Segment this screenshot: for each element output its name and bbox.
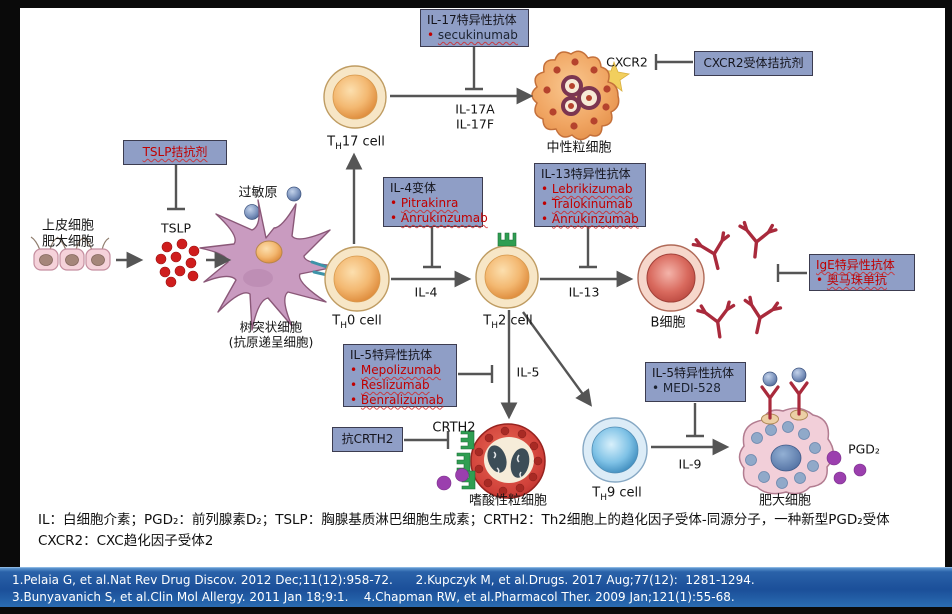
pgd2-label: PGD₂ <box>848 441 880 457</box>
th2-cell-label: TH2 cell <box>483 313 533 332</box>
reference-line-2: 3.Bunyavanich S, et al.Clin Mol Allergy.… <box>12 590 735 605</box>
dendritic-cell-label-2: (抗原递呈细胞) <box>228 334 314 350</box>
drug-item: Pitrakinra <box>390 196 476 211</box>
footnote-line-1: IL：白细胞介素；PGD₂：前列腺素D₂；TSLP：胸腺基质淋巴细胞生成素；CR… <box>38 512 890 528</box>
box-title: CXCR2受体拮抗剂 <box>703 56 804 71</box>
il17f-label: IL-17F <box>455 116 495 132</box>
drug-item: Reslizumab <box>350 378 450 393</box>
mast-cell-label: 肥大细胞 <box>758 493 812 509</box>
epithelial-cells-label-2: 肥大细胞 <box>41 234 95 250</box>
drug-item: Tralokinumab <box>541 197 639 212</box>
box-title: IL-5特异性抗体 <box>350 348 432 362</box>
th17-cell-label: TH17 cell <box>327 134 385 153</box>
il17a-label: IL-17A <box>455 101 495 117</box>
box-il13-antibody: IL-13特异性抗体 Lebrikizumab Tralokinumab Anr… <box>534 163 646 227</box>
drug-item: MEDI-528 <box>652 381 739 396</box>
drug-item: Anrukinzumab <box>390 211 488 226</box>
box-il5-antibody: IL-5特异性抗体 Mepolizumab Reslizumab Benrali… <box>343 344 457 407</box>
box-title: IL-5特异性抗体 <box>652 366 734 380</box>
th9-cell-label: TH9 cell <box>592 485 642 504</box>
footnote-line-2: CXCR2：CXC趋化因子受体2 <box>38 532 214 549</box>
dendritic-cell-label-1: 树突状细胞 <box>239 319 303 335</box>
eosinophil-label: 嗜酸性粒细胞 <box>468 493 548 509</box>
cxcr2-label: CXCR2 <box>606 54 648 70</box>
drug-item: Benralizumab <box>350 393 450 408</box>
box-title: IL-4变体 <box>390 181 436 195</box>
il5-label: IL-5 <box>516 364 540 380</box>
drug-item: Mepolizumab <box>350 363 450 378</box>
box-title: IgE特异性抗体 <box>816 258 895 272</box>
box-il4-variant: IL-4变体 Pitrakinra Anrukinzumab <box>383 177 488 227</box>
box-il17-antibody: IL-17特异性抗体 secukinumab <box>420 9 529 47</box>
box-title: 抗CRTH2 <box>341 432 394 447</box>
box-il9-antibody: IL-5特异性抗体 MEDI-528 <box>645 362 746 402</box>
th0-cell-label: TH0 cell <box>332 313 382 332</box>
box-anti-crth2: 抗CRTH2 <box>332 427 403 452</box>
box-title: IL-13特异性抗体 <box>541 167 631 181</box>
footnote: IL：白细胞介素；PGD₂：前列腺素D₂；TSLP：胸腺基质淋巴细胞生成素；CR… <box>38 510 943 552</box>
drug-item: Anrukinzumab <box>541 212 639 227</box>
il13-label: IL-13 <box>568 284 600 300</box>
box-ige-antibody: IgE特异性抗体 奥马珠单抗 <box>809 254 915 291</box>
allergen-label: 过敏原 <box>238 185 278 201</box>
box-title: TSLP拮抗剂 <box>142 145 208 160</box>
il9-label: IL-9 <box>678 456 702 472</box>
box-cxcr2-antagonist: CXCR2受体拮抗剂 <box>694 51 813 76</box>
drug-item: secukinumab <box>427 28 522 43</box>
box-tslp-antagonist: TSLP拮抗剂 <box>123 140 227 165</box>
reference-line-1: 1.Pelaia G, et al.Nat Rev Drug Discov. 2… <box>12 573 755 587</box>
drug-item: 奥马珠单抗 <box>816 273 908 288</box>
diagram-canvas <box>20 8 945 567</box>
tslp-label: TSLP <box>160 220 192 236</box>
il4-label: IL-4 <box>414 284 438 300</box>
crth2-label: CRTH2 <box>432 420 476 436</box>
neutrophil-label: 中性粒细胞 <box>546 140 612 156</box>
drug-item: Lebrikizumab <box>541 182 639 197</box>
b-cell-label: B细胞 <box>650 315 686 331</box>
references-bar: 1.Pelaia G, et al.Nat Rev Drug Discov. 2… <box>0 567 952 607</box>
epithelial-cells-label-1: 上皮细胞 <box>41 218 95 234</box>
box-title: IL-17特异性抗体 <box>427 13 517 27</box>
